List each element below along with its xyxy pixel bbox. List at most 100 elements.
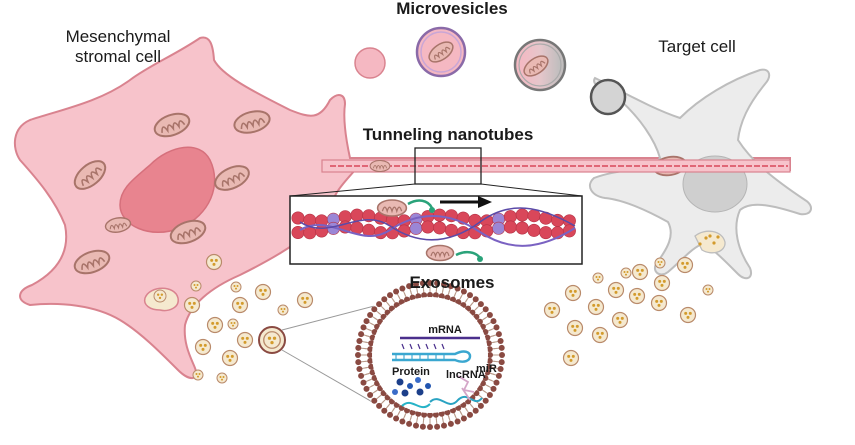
actin-bead — [433, 221, 447, 235]
lipid-head — [363, 385, 370, 392]
lipid-head — [482, 306, 489, 313]
lipid-head — [406, 420, 413, 427]
lipid-head — [486, 392, 493, 398]
lipid-head — [460, 415, 467, 422]
lipid-head — [444, 294, 451, 301]
lipid-head — [355, 352, 361, 358]
lipid-head — [367, 312, 374, 318]
lipid-head — [404, 407, 410, 414]
lipid-head — [355, 344, 362, 351]
lipid-head — [369, 369, 376, 376]
lipid-head — [486, 357, 493, 364]
lipid-head — [477, 402, 484, 409]
actin-bead — [303, 226, 317, 240]
label-protein: Protein — [392, 366, 430, 378]
mir-hairpin — [392, 350, 472, 363]
lipid-head — [484, 369, 491, 376]
actin-bead — [291, 211, 305, 225]
lipid-head — [493, 379, 500, 386]
lipid-head — [477, 301, 484, 308]
lipid-head — [495, 331, 502, 338]
lipid-head — [427, 292, 433, 298]
lipid-head — [358, 372, 365, 379]
lipid-head — [404, 296, 410, 303]
lipid-head — [482, 329, 489, 335]
lipid-head — [371, 329, 378, 335]
lipid-head — [421, 292, 428, 299]
lipid-head — [399, 418, 406, 425]
actin-bead — [527, 209, 541, 223]
lipid-head — [485, 363, 492, 370]
microvesicle-grey — [589, 78, 627, 116]
lipid-head — [438, 410, 445, 417]
lipid-head — [358, 331, 365, 338]
label-lncrna: lncRNA — [446, 369, 486, 381]
exosome-detail — [355, 280, 505, 430]
lipid-head — [368, 340, 375, 347]
lipid-head — [376, 301, 383, 308]
nanotube-detail-inset — [289, 195, 583, 265]
label-microvesicles: Microvesicles — [396, 0, 508, 18]
lipid-head — [406, 283, 413, 290]
lipid-head — [460, 288, 467, 295]
lipid-head — [447, 420, 454, 427]
actin-bead — [409, 221, 423, 235]
lipid-head — [360, 379, 367, 386]
lipid-head — [497, 338, 504, 344]
lipid-head — [493, 324, 500, 331]
lipid-head — [363, 318, 370, 325]
lipid-head — [427, 424, 433, 430]
lipid-head — [393, 288, 400, 295]
lipid-head — [399, 285, 406, 292]
lipid-head — [467, 411, 473, 418]
lncrna-strand — [429, 395, 483, 405]
lipid-head — [485, 340, 492, 347]
lipid-head — [447, 283, 454, 290]
lipid-head — [393, 415, 400, 422]
lipid-head — [441, 281, 447, 288]
lipid-head — [371, 375, 378, 381]
lipid-head — [415, 410, 422, 417]
lipid-head — [387, 292, 393, 299]
tunneling-nanotube — [289, 147, 791, 197]
lipid-head — [486, 312, 493, 318]
msc-body — [13, 36, 791, 379]
lipid-head — [441, 422, 447, 429]
lipid-head — [498, 344, 505, 351]
actin-bead — [492, 221, 506, 235]
lipid-head — [432, 411, 439, 418]
lipid-head — [381, 296, 388, 303]
lipid-head — [360, 324, 367, 331]
lipid-head — [490, 318, 497, 325]
lipid-head — [419, 280, 426, 287]
lipid-head — [450, 296, 456, 303]
lipid-head — [409, 294, 416, 301]
lipid-head — [371, 306, 378, 313]
lipid-head — [371, 397, 378, 404]
lipid-head — [482, 397, 489, 404]
label-mir: miR — [476, 363, 497, 375]
label-msc-line1: Mesenchymal — [66, 27, 171, 46]
lipid-head — [421, 411, 428, 418]
lipid-head — [472, 407, 479, 414]
actin-bead — [350, 208, 364, 222]
lipid-head — [486, 346, 493, 353]
lipid-head — [487, 352, 493, 358]
microvesicle-small — [354, 47, 386, 79]
lipid-head — [495, 372, 502, 379]
lipid-head — [434, 423, 441, 430]
actin-bead — [515, 208, 529, 222]
lipid-head — [367, 352, 373, 358]
lipid-head — [484, 334, 491, 341]
lipid-head — [413, 281, 419, 288]
lipid-head — [438, 293, 445, 300]
lipid-head — [427, 280, 433, 286]
lipid-head — [427, 412, 433, 418]
lipid-head — [381, 407, 388, 414]
lipid-head — [498, 359, 505, 366]
lipid-head — [432, 292, 439, 299]
lipid-head — [419, 423, 426, 430]
lipid-head — [434, 280, 441, 287]
actin-bead — [421, 220, 435, 234]
lipid-head — [369, 334, 376, 341]
